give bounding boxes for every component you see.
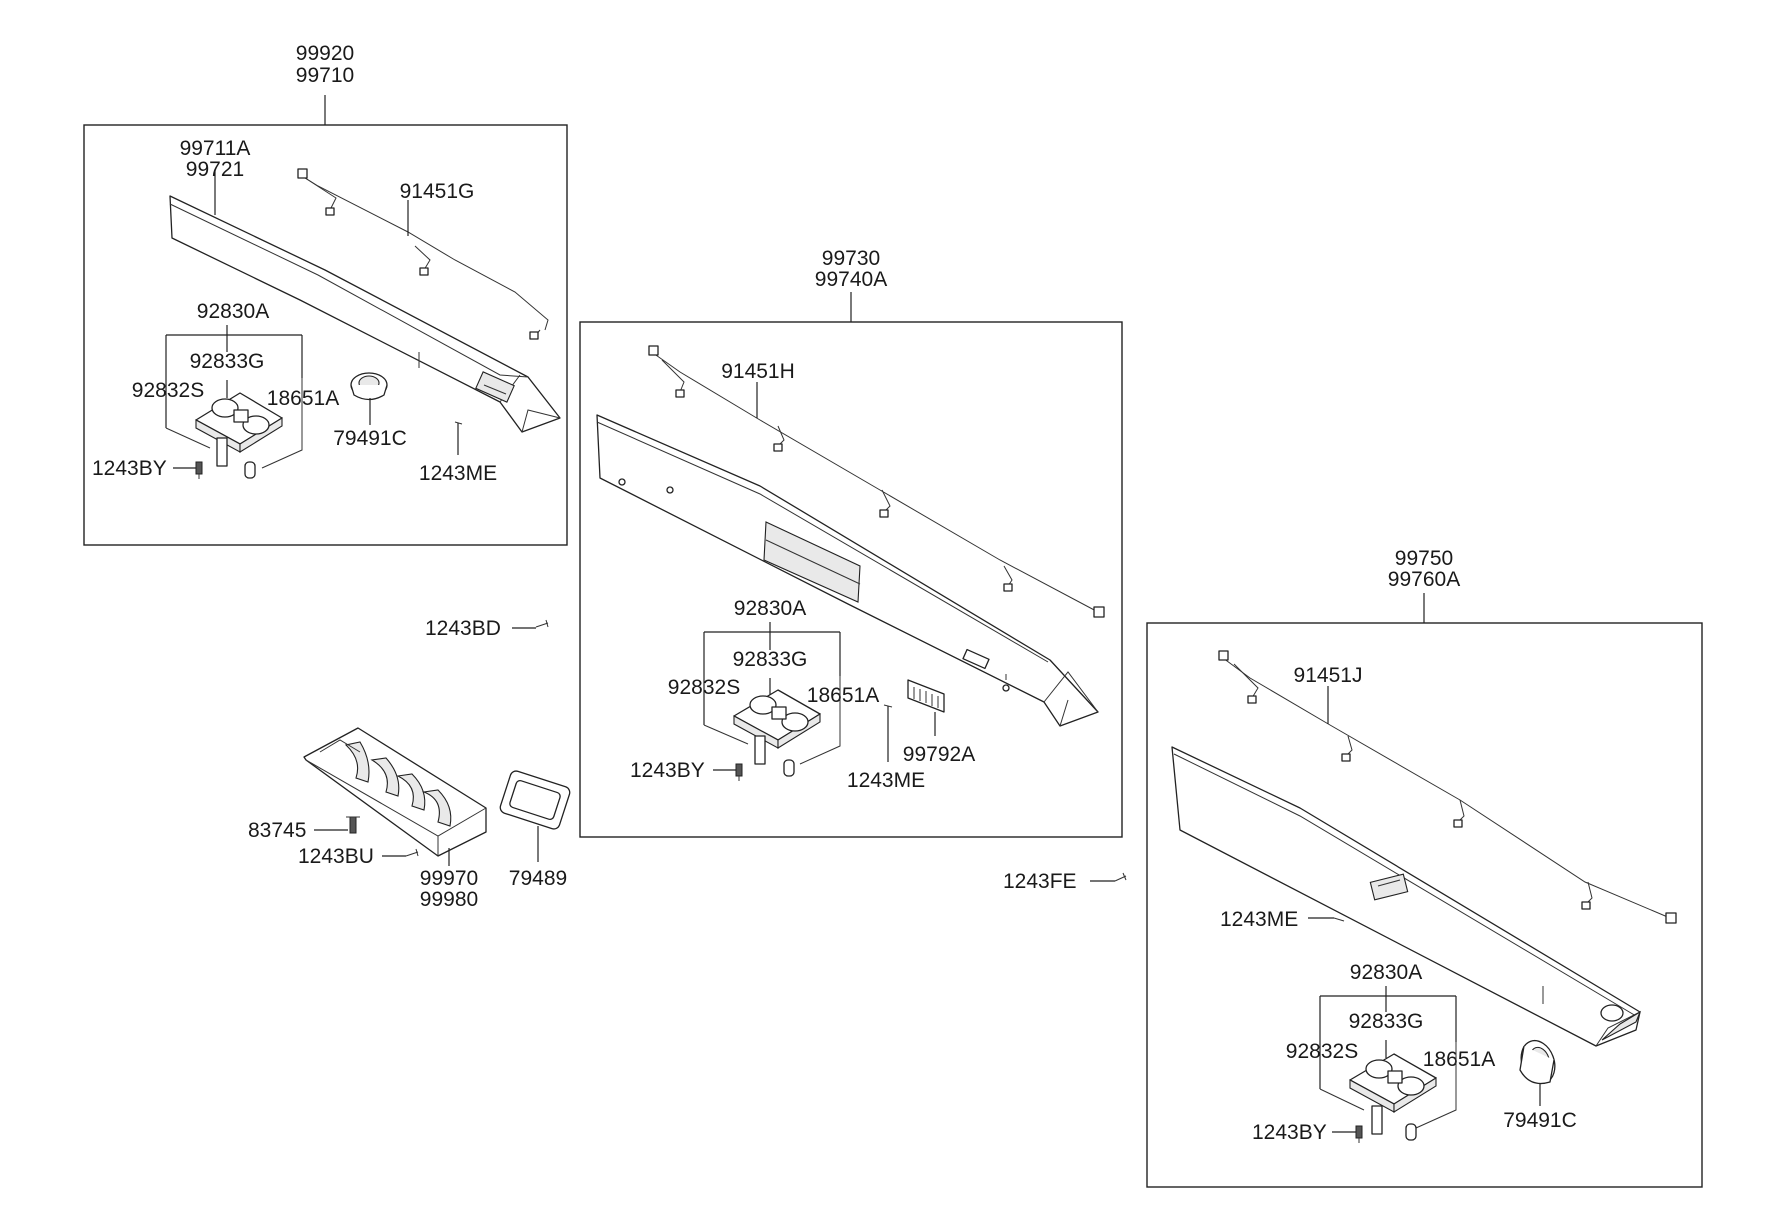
label-79489: 79489 xyxy=(509,867,567,890)
speaker-top xyxy=(350,372,388,401)
label-99721: 99721 xyxy=(186,158,244,181)
louver-99970 xyxy=(303,727,487,857)
screw-bu xyxy=(382,848,419,857)
screw-me-middle xyxy=(883,704,893,762)
label-92830a-top: 92830A xyxy=(197,300,269,323)
label-92833g-top: 92833G xyxy=(190,350,265,373)
label-99760a: 99760A xyxy=(1388,568,1460,591)
screw-by-top xyxy=(173,461,203,479)
switch-99792a xyxy=(907,679,945,713)
label-1243by-right: 1243BY xyxy=(1252,1121,1327,1144)
lamp-unit-top xyxy=(195,380,283,453)
label-79491c-right: 79491C xyxy=(1503,1109,1577,1132)
label-79491c-top: 79491C xyxy=(333,427,407,450)
bulb-right xyxy=(1405,1123,1417,1141)
lamp-unit-middle xyxy=(733,678,821,749)
label-99980: 99980 xyxy=(420,888,478,911)
label-92832s-right: 92832S xyxy=(1286,1040,1358,1063)
label-1243by-top: 1243BY xyxy=(92,457,167,480)
label-83745: 83745 xyxy=(248,819,306,842)
wire-harness-right xyxy=(1218,650,1677,924)
gasket-79489 xyxy=(499,770,571,830)
loose-parts: 1243BD 83745 1243BU 99970 99980 xyxy=(248,617,1127,911)
console-panel-top xyxy=(169,195,561,433)
label-91451g: 91451G xyxy=(400,180,475,203)
label-92830a-mid: 92830A xyxy=(734,597,806,620)
right-group: 99750 99760A 91451J xyxy=(1146,547,1703,1188)
label-99750: 99750 xyxy=(1395,547,1453,570)
wire-harness-middle xyxy=(648,345,1105,618)
label-18651a-top: 18651A xyxy=(267,387,339,410)
label-92832s-top: 92832S xyxy=(132,379,204,402)
label-1243bu: 1243BU xyxy=(298,845,374,868)
screw-me-top xyxy=(454,421,463,455)
screw-fe xyxy=(1114,872,1127,882)
label-92832s-mid: 92832S xyxy=(668,676,740,699)
screw-by-middle xyxy=(713,763,743,781)
label-99920: 99920 xyxy=(296,42,354,65)
screw-bd xyxy=(535,619,549,628)
speaker-right xyxy=(1519,1039,1556,1085)
label-1243me-top: 1243ME xyxy=(419,462,497,485)
bulb-top xyxy=(244,461,256,479)
bulb-middle xyxy=(783,759,795,777)
label-92833g-right: 92833G xyxy=(1349,1010,1424,1033)
label-18651a-mid: 18651A xyxy=(807,684,879,707)
label-1243bd: 1243BD xyxy=(425,617,501,640)
console-panel-middle xyxy=(596,414,1099,727)
label-99710: 99710 xyxy=(296,64,354,87)
label-18651a-right: 18651A xyxy=(1423,1048,1495,1071)
label-1243me-mid: 1243ME xyxy=(847,769,925,792)
label-99740a: 99740A xyxy=(815,268,887,291)
lamp-unit-right xyxy=(1349,1040,1437,1113)
lens-top xyxy=(216,437,228,467)
screw-83745 xyxy=(314,816,360,834)
label-92830a-right: 92830A xyxy=(1350,961,1422,984)
console-panel-right xyxy=(1171,746,1642,1047)
label-1243fe: 1243FE xyxy=(1003,870,1077,893)
lens-middle xyxy=(754,735,766,765)
label-99730: 99730 xyxy=(822,247,880,270)
top-left-group: 99920 99710 99711A 99721 91451G xyxy=(83,42,568,546)
label-1243me-right: 1243ME xyxy=(1220,908,1298,931)
label-1243by-mid: 1243BY xyxy=(630,759,705,782)
screw-me-right xyxy=(1333,917,1345,922)
label-99970: 99970 xyxy=(420,867,478,890)
label-92833g-mid: 92833G xyxy=(733,648,808,671)
label-99792a: 99792A xyxy=(903,743,975,766)
lens-right xyxy=(1371,1105,1383,1135)
screw-by-right xyxy=(1332,1125,1363,1143)
wire-harness-top xyxy=(297,168,549,340)
label-91451j: 91451J xyxy=(1294,664,1363,687)
label-91451h: 91451H xyxy=(721,360,795,383)
label-99711a: 99711A xyxy=(180,137,251,160)
middle-group: 99730 99740A xyxy=(579,247,1123,838)
